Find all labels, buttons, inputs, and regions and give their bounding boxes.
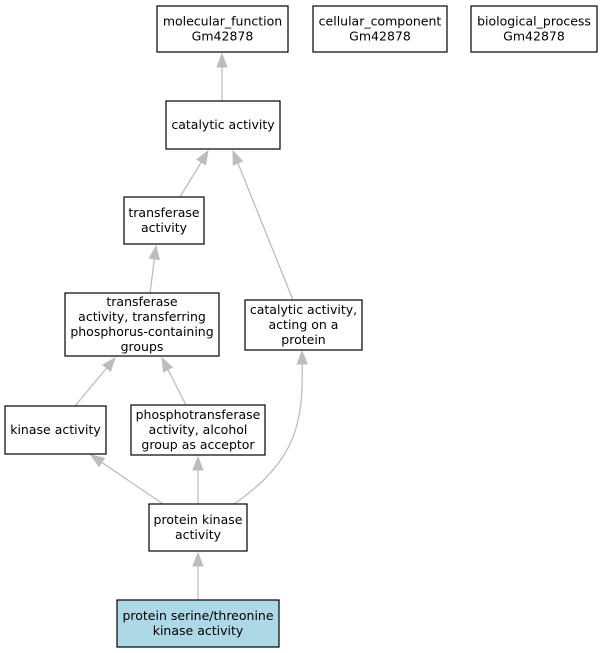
node-label-line: biological_process	[477, 14, 591, 29]
node-label-line: catalytic activity	[171, 117, 275, 132]
node-box	[156, 5, 289, 53]
arrowhead-icon	[216, 52, 228, 68]
arrowhead-icon	[232, 149, 244, 166]
node-box	[123, 196, 205, 245]
node-box	[470, 5, 598, 53]
node-label-line: Gm42878	[192, 29, 254, 44]
node-box	[4, 405, 107, 455]
node-label-line: transferase	[128, 205, 200, 220]
node-label-line: groups	[121, 339, 164, 354]
arrowhead-icon	[101, 356, 116, 373]
edges-layer	[74, 52, 308, 600]
node-box	[130, 404, 266, 456]
edge-phosphotransferase_alcohol-to-transferase_phosphorus	[161, 356, 187, 406]
node-label-line: transferase	[106, 294, 178, 309]
edge-line	[74, 367, 108, 407]
edge-protein_kinase_activity-to-catalytic_on_protein	[233, 349, 308, 505]
edge-line	[179, 161, 202, 198]
arrowhead-icon	[196, 149, 209, 166]
node-box	[116, 599, 280, 648]
node-box	[148, 503, 248, 552]
arrowhead-icon	[148, 244, 160, 261]
node-label-line: group as acceptor	[141, 437, 255, 452]
node-label-line: activity	[141, 220, 188, 235]
node-label-line: activity, transferring	[78, 309, 206, 324]
edge-line	[101, 461, 164, 505]
edge-protein_kinase_activity-to-kinase_activity	[89, 454, 164, 505]
edge-transferase_activity-to-catalytic_activity	[179, 149, 209, 198]
node-label-line: protein serine/threonine	[122, 608, 273, 623]
edge-line	[237, 162, 294, 301]
edge-transferase_phosphorus-to-transferase_activity	[148, 244, 160, 294]
node-label-line: phosphorus-containing	[70, 324, 213, 339]
edge-protein_ser_thr_kinase-to-protein_kinase_activity	[192, 551, 204, 600]
arrowhead-icon	[89, 454, 106, 468]
node-label-line: protein	[281, 332, 325, 347]
edge-catalytic_activity-to-molecular_function	[216, 52, 228, 101]
node-box	[165, 100, 281, 150]
node-label-line: Gm42878	[503, 29, 565, 44]
node-label-line: acting on a	[269, 317, 339, 332]
node-kinase-activity[interactable]: kinase activity	[4, 405, 107, 455]
edge-line	[149, 258, 155, 294]
arrowhead-icon	[192, 551, 204, 567]
node-label-line: activity	[175, 527, 222, 542]
nodes-layer: molecular_functionGm42878cellular_compon…	[4, 5, 598, 648]
arrowhead-icon	[192, 455, 204, 471]
node-label-line: activity, alcohol	[149, 422, 248, 437]
node-box	[64, 292, 220, 357]
node-label-line: cellular_component	[319, 14, 442, 29]
arrowhead-icon	[161, 356, 174, 373]
edge-catalytic_on_protein-to-catalytic_activity	[232, 149, 294, 301]
node-box	[244, 299, 363, 351]
node-catalytic-activity[interactable]: catalytic activity	[165, 100, 281, 150]
edge-line	[167, 369, 187, 406]
node-box	[312, 5, 448, 53]
node-label-line: protein kinase	[154, 512, 243, 527]
node-label-line: kinase activity	[153, 623, 244, 638]
node-label-line: catalytic activity,	[250, 302, 357, 317]
edge-protein_kinase_activity-to-phosphotransferase_alcohol	[192, 455, 204, 504]
arrowhead-icon	[296, 349, 308, 365]
edge-line	[233, 363, 303, 505]
node-label-line: molecular_function	[163, 14, 282, 29]
node-label-line: kinase activity	[10, 422, 101, 437]
node-label-line: Gm42878	[349, 29, 411, 44]
edge-kinase_activity-to-transferase_phosphorus	[74, 356, 116, 407]
node-label-line: phosphotransferase	[136, 407, 261, 422]
